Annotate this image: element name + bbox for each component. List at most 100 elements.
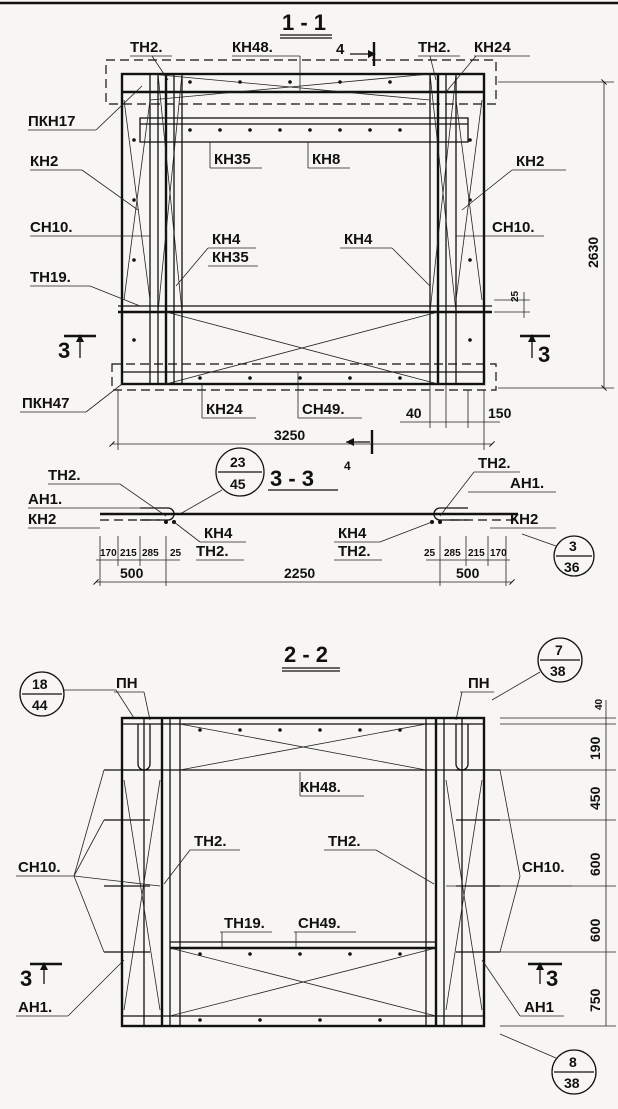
svg-text:600: 600 [587, 918, 603, 942]
frame-outer [120, 72, 486, 386]
svg-text:36: 36 [564, 559, 580, 575]
callout-7-38: 7 38 [491, 637, 583, 701]
cut-3-left-marker-2-2: 3 [20, 962, 62, 991]
label-cn10-left: СН10. [30, 219, 73, 236]
cut-4-bottom-marker [346, 430, 374, 454]
svg-text:25: 25 [510, 290, 521, 302]
label-tn19: ТН19. [30, 269, 71, 286]
dim-2630: 2630 [498, 79, 614, 391]
callout-23-45: 23 45 [179, 447, 265, 515]
svg-text:150: 150 [488, 405, 512, 421]
kn35-beam [139, 117, 469, 143]
label-kn2-left: КН2 [30, 153, 58, 170]
svg-text:3: 3 [20, 966, 32, 991]
svg-text:215: 215 [120, 548, 137, 559]
svg-text:750: 750 [587, 988, 603, 1012]
label-33-tn2-tr: ТН2. [478, 455, 511, 472]
label-22-cn49: СН49. [298, 915, 341, 932]
bracing [123, 73, 483, 385]
bracing-2-2 [123, 723, 483, 1017]
svg-text:190: 190 [587, 736, 603, 760]
svg-text:38: 38 [564, 1075, 580, 1091]
label-22-an1-right: АН1 [524, 999, 554, 1016]
label-cn10-right: СН10. [492, 219, 535, 236]
rebar-dots-2-2 [198, 728, 402, 1022]
section-2-2-title: 2 - 2 [284, 642, 328, 667]
svg-text:3: 3 [538, 342, 550, 367]
svg-text:23: 23 [230, 454, 246, 470]
label-22-tn2-right: ТН2. [328, 833, 361, 850]
label-pkn17: ПКН17 [28, 113, 75, 130]
svg-text:600: 600 [587, 852, 603, 876]
label-33-kn4-left: КН4 [204, 525, 233, 542]
svg-text:4: 4 [344, 459, 351, 473]
label-kn2-right: КН2 [516, 153, 544, 170]
top-slab-outline [105, 59, 497, 105]
svg-text:285: 285 [444, 548, 461, 559]
label-kn4-right: КН4 [344, 231, 373, 248]
section-3-3-title: 3 - 3 [270, 466, 314, 491]
dim-25: 25 [494, 290, 530, 318]
svg-text:2630: 2630 [585, 237, 601, 268]
bottom-slab-outline [111, 363, 497, 391]
label-kn8: КН8 [312, 151, 340, 168]
label-22-kn48: КН48. [300, 779, 341, 796]
label-kn4-left: КН4 [212, 231, 241, 248]
label-33-kn2-right: КН2 [510, 511, 538, 528]
frame-2-2-outer [120, 716, 486, 1028]
dim-40-150: 40 150 [400, 384, 512, 450]
cut-3-left-marker: 3 [58, 334, 96, 363]
svg-text:38: 38 [550, 663, 566, 679]
label-tn2-right: ТН2. [418, 39, 451, 56]
label-22-tn2-left: ТН2. [194, 833, 227, 850]
label-tn2-left: ТН2. [130, 39, 163, 56]
svg-text:2250: 2250 [284, 565, 315, 581]
svg-text:45: 45 [230, 476, 246, 492]
label-22-pn-left: ПН [116, 675, 138, 692]
svg-text:170: 170 [100, 548, 117, 559]
callout-18-44: 18 44 [19, 671, 135, 719]
label-pkn47: ПКН47 [22, 395, 69, 412]
label-22-tn19: ТН19. [224, 915, 265, 932]
label-33-tn2-br: ТН2. [338, 543, 371, 560]
svg-text:3: 3 [58, 338, 70, 363]
cut-3-right-marker-2-2: 3 [528, 962, 562, 991]
svg-text:25: 25 [424, 548, 436, 559]
label-cn49: СН49. [302, 401, 345, 418]
section-1-1: 1 - 1 4 [20, 10, 614, 454]
label-33-an1-left: АН1. [28, 491, 62, 508]
label-33-tn2-tl: ТН2. [48, 467, 81, 484]
svg-text:170: 170 [490, 548, 507, 559]
label-22-cn10-left: СН10. [18, 859, 61, 876]
section-1-1-title: 1 - 1 [282, 10, 326, 35]
section-2-2: 2 - 2 18 44 7 38 ПН ПН [16, 637, 616, 1095]
cut-3-right-marker: 3 [520, 334, 550, 367]
label-33-kn2-left: КН2 [28, 511, 56, 528]
svg-text:25: 25 [170, 548, 182, 559]
dims-3-3: 170 215 285 25 25 285 215 170 500 2250 5… [93, 536, 515, 586]
svg-text:4: 4 [336, 41, 345, 58]
svg-text:8: 8 [569, 1054, 577, 1070]
dims-2-2-vertical: 40 190 450 600 600 750 [500, 698, 616, 1027]
svg-text:500: 500 [456, 565, 480, 581]
label-kn48: КН48. [232, 39, 273, 56]
anchor-left [140, 507, 175, 521]
svg-text:7: 7 [555, 642, 563, 658]
label-22-an1-left: АН1. [18, 999, 52, 1016]
callout-3-36: 3 36 [521, 533, 595, 577]
svg-text:500: 500 [120, 565, 144, 581]
svg-text:40: 40 [594, 698, 605, 710]
label-kn24-top: КН24 [474, 39, 511, 56]
label-33-kn4-right: КН4 [338, 525, 367, 542]
svg-text:18: 18 [32, 676, 48, 692]
svg-text:3: 3 [569, 538, 577, 554]
svg-text:3250: 3250 [274, 427, 305, 443]
label-33-tn2-bl: ТН2. [196, 543, 229, 560]
svg-text:44: 44 [32, 697, 48, 713]
cut-4-top-marker: 4 [336, 41, 376, 66]
label-kn35-top: КН35 [214, 151, 251, 168]
svg-text:285: 285 [142, 548, 159, 559]
svg-text:40: 40 [406, 405, 422, 421]
callout-8-38: 8 38 [499, 1033, 597, 1095]
